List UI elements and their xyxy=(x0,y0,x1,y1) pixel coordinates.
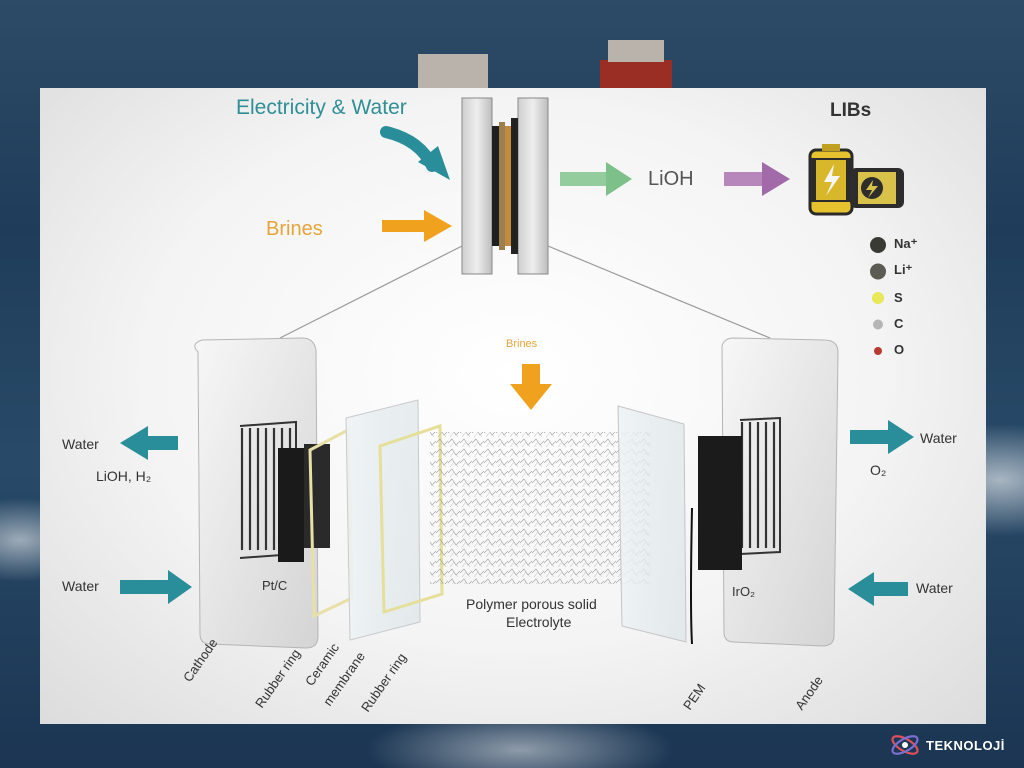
water-in-right-label: Water xyxy=(916,580,953,596)
diagram-panel: Electricity & Water Brines LiOH LIBs Na⁺… xyxy=(40,88,986,724)
battery-icon-2 xyxy=(850,168,904,208)
lioh-label: LiOH xyxy=(648,168,694,190)
electricity-water-label: Electricity & Water xyxy=(236,96,407,119)
guide-line-right xyxy=(547,245,771,339)
ship-silhouette xyxy=(400,40,700,100)
o2-label: O₂ xyxy=(870,462,887,478)
electrolyte-label-line1: Polymer porous solid xyxy=(466,596,597,612)
teknoloji-logo: TEKNOLOJİ xyxy=(888,730,1020,760)
brines-arrow xyxy=(382,210,452,242)
libs-arrow xyxy=(724,162,790,196)
battery-icon xyxy=(808,144,854,216)
libs-label: LIBs xyxy=(830,100,872,121)
brines-down-arrow xyxy=(510,364,552,410)
legend-dot-4 xyxy=(874,347,882,355)
legend-dot-3 xyxy=(873,319,883,330)
lioh-h2-label: LiOH, H₂ xyxy=(96,468,152,484)
water-in-left-arrow xyxy=(120,570,192,604)
pt-c-label: Pt/C xyxy=(262,578,288,593)
anode-plate xyxy=(698,337,839,647)
legend-li: Li⁺ xyxy=(894,262,913,277)
water-in-left-label: Water xyxy=(62,578,99,594)
iro2-label: IrO₂ xyxy=(732,584,756,599)
water-in-right-arrow xyxy=(848,572,908,606)
top-electrolyzer-cell xyxy=(461,97,549,275)
rubber-ring-2 xyxy=(378,423,444,615)
legend-dot-1 xyxy=(870,263,886,280)
legend-s: S xyxy=(894,290,903,305)
brines-small-label: Brines xyxy=(506,338,538,350)
water-out-right-arrow xyxy=(850,420,914,454)
legend-c: C xyxy=(894,316,904,331)
brines-label: Brines xyxy=(266,218,323,240)
logo-text: TEKNOLOJİ xyxy=(926,738,1005,753)
legend-dot-2 xyxy=(872,292,884,304)
electrolyte-label-line2: Electrolyte xyxy=(506,614,572,630)
legend-dots xyxy=(870,237,886,355)
atom-logo-icon xyxy=(891,735,919,755)
lioh-arrow xyxy=(560,162,632,196)
legend-dot-0 xyxy=(870,237,886,253)
water-out-right-label: Water xyxy=(920,430,957,446)
diagram-graphics xyxy=(120,97,914,649)
water-out-left-label: Water xyxy=(62,436,99,452)
pem-membrane xyxy=(617,405,687,643)
legend-o: O xyxy=(894,342,905,357)
cathode-plate xyxy=(194,337,330,649)
guide-line-left xyxy=(279,245,463,339)
polymer-electrolyte-mesh xyxy=(430,432,650,584)
water-out-left-arrow xyxy=(120,426,178,460)
legend-na: Na⁺ xyxy=(894,236,918,251)
electricity-water-arrow xyxy=(380,126,450,180)
